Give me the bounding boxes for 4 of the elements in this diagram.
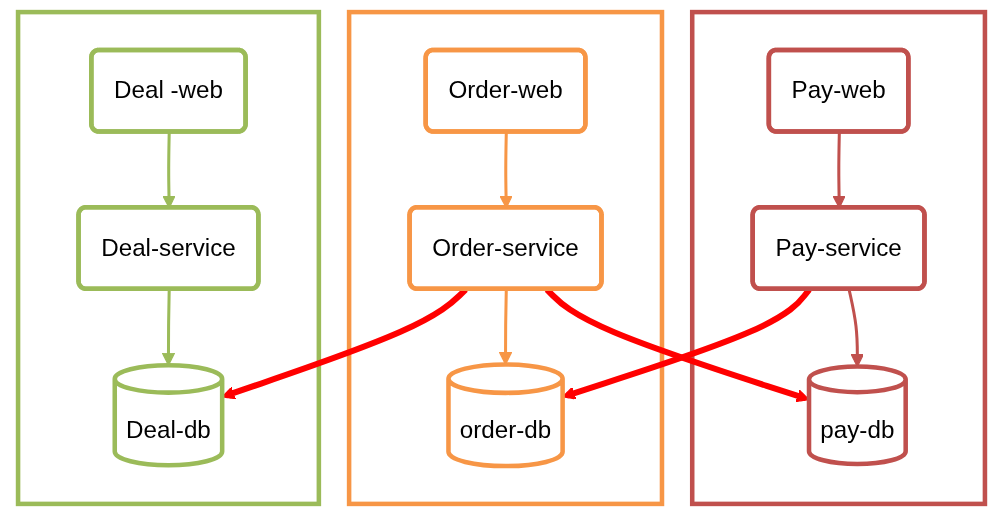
cluster [15, 9, 322, 507]
cluster [689, 9, 988, 507]
cluster [346, 9, 665, 507]
arrow [161, 289, 176, 366]
